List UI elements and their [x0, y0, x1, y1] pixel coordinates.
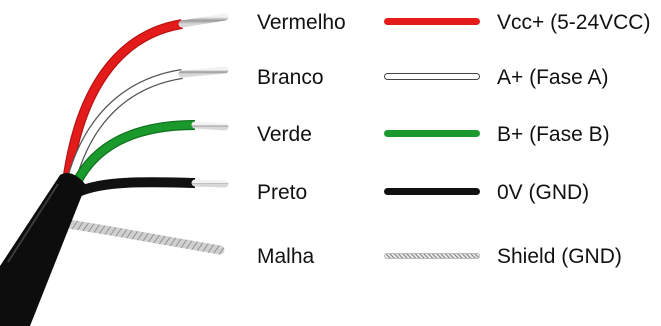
- wire-green: [71, 120, 229, 187]
- wire-signal: 0V (GND): [497, 181, 590, 204]
- wire-row-shield: Malha Shield (GND): [0, 241, 661, 271]
- wire-signal: Vcc+ (5-24VCC): [497, 11, 651, 34]
- color-swatch-red: [384, 18, 480, 25]
- wire-signal: B+ (Fase B): [497, 123, 610, 146]
- wire-signal: A+ (Fase A): [497, 66, 609, 89]
- wire-name: Vermelho: [257, 11, 346, 34]
- color-swatch-green: [384, 130, 480, 137]
- color-swatch-white: [384, 73, 480, 80]
- wire-red: [63, 13, 229, 176]
- color-swatch-shield: [384, 253, 480, 259]
- wire-row-black: Preto 0V (GND): [0, 177, 661, 207]
- shield-braid: [50, 217, 225, 255]
- wire-row-red: Vermelho Vcc+ (5-24VCC): [0, 7, 661, 37]
- color-swatch-black: [384, 188, 480, 195]
- wire-signal: Shield (GND): [497, 245, 622, 268]
- wire-row-white: Branco A+ (Fase A): [0, 62, 661, 92]
- wire-name: Branco: [257, 66, 324, 89]
- wire-white: [67, 66, 229, 180]
- cable-jacket: [0, 172, 86, 326]
- wire-name: Preto: [257, 181, 308, 204]
- wire-row-green: Verde B+ (Fase B): [0, 119, 661, 149]
- wire-name: Malha: [257, 245, 315, 268]
- wire-name: Verde: [257, 123, 312, 146]
- wire-black: [75, 177, 229, 197]
